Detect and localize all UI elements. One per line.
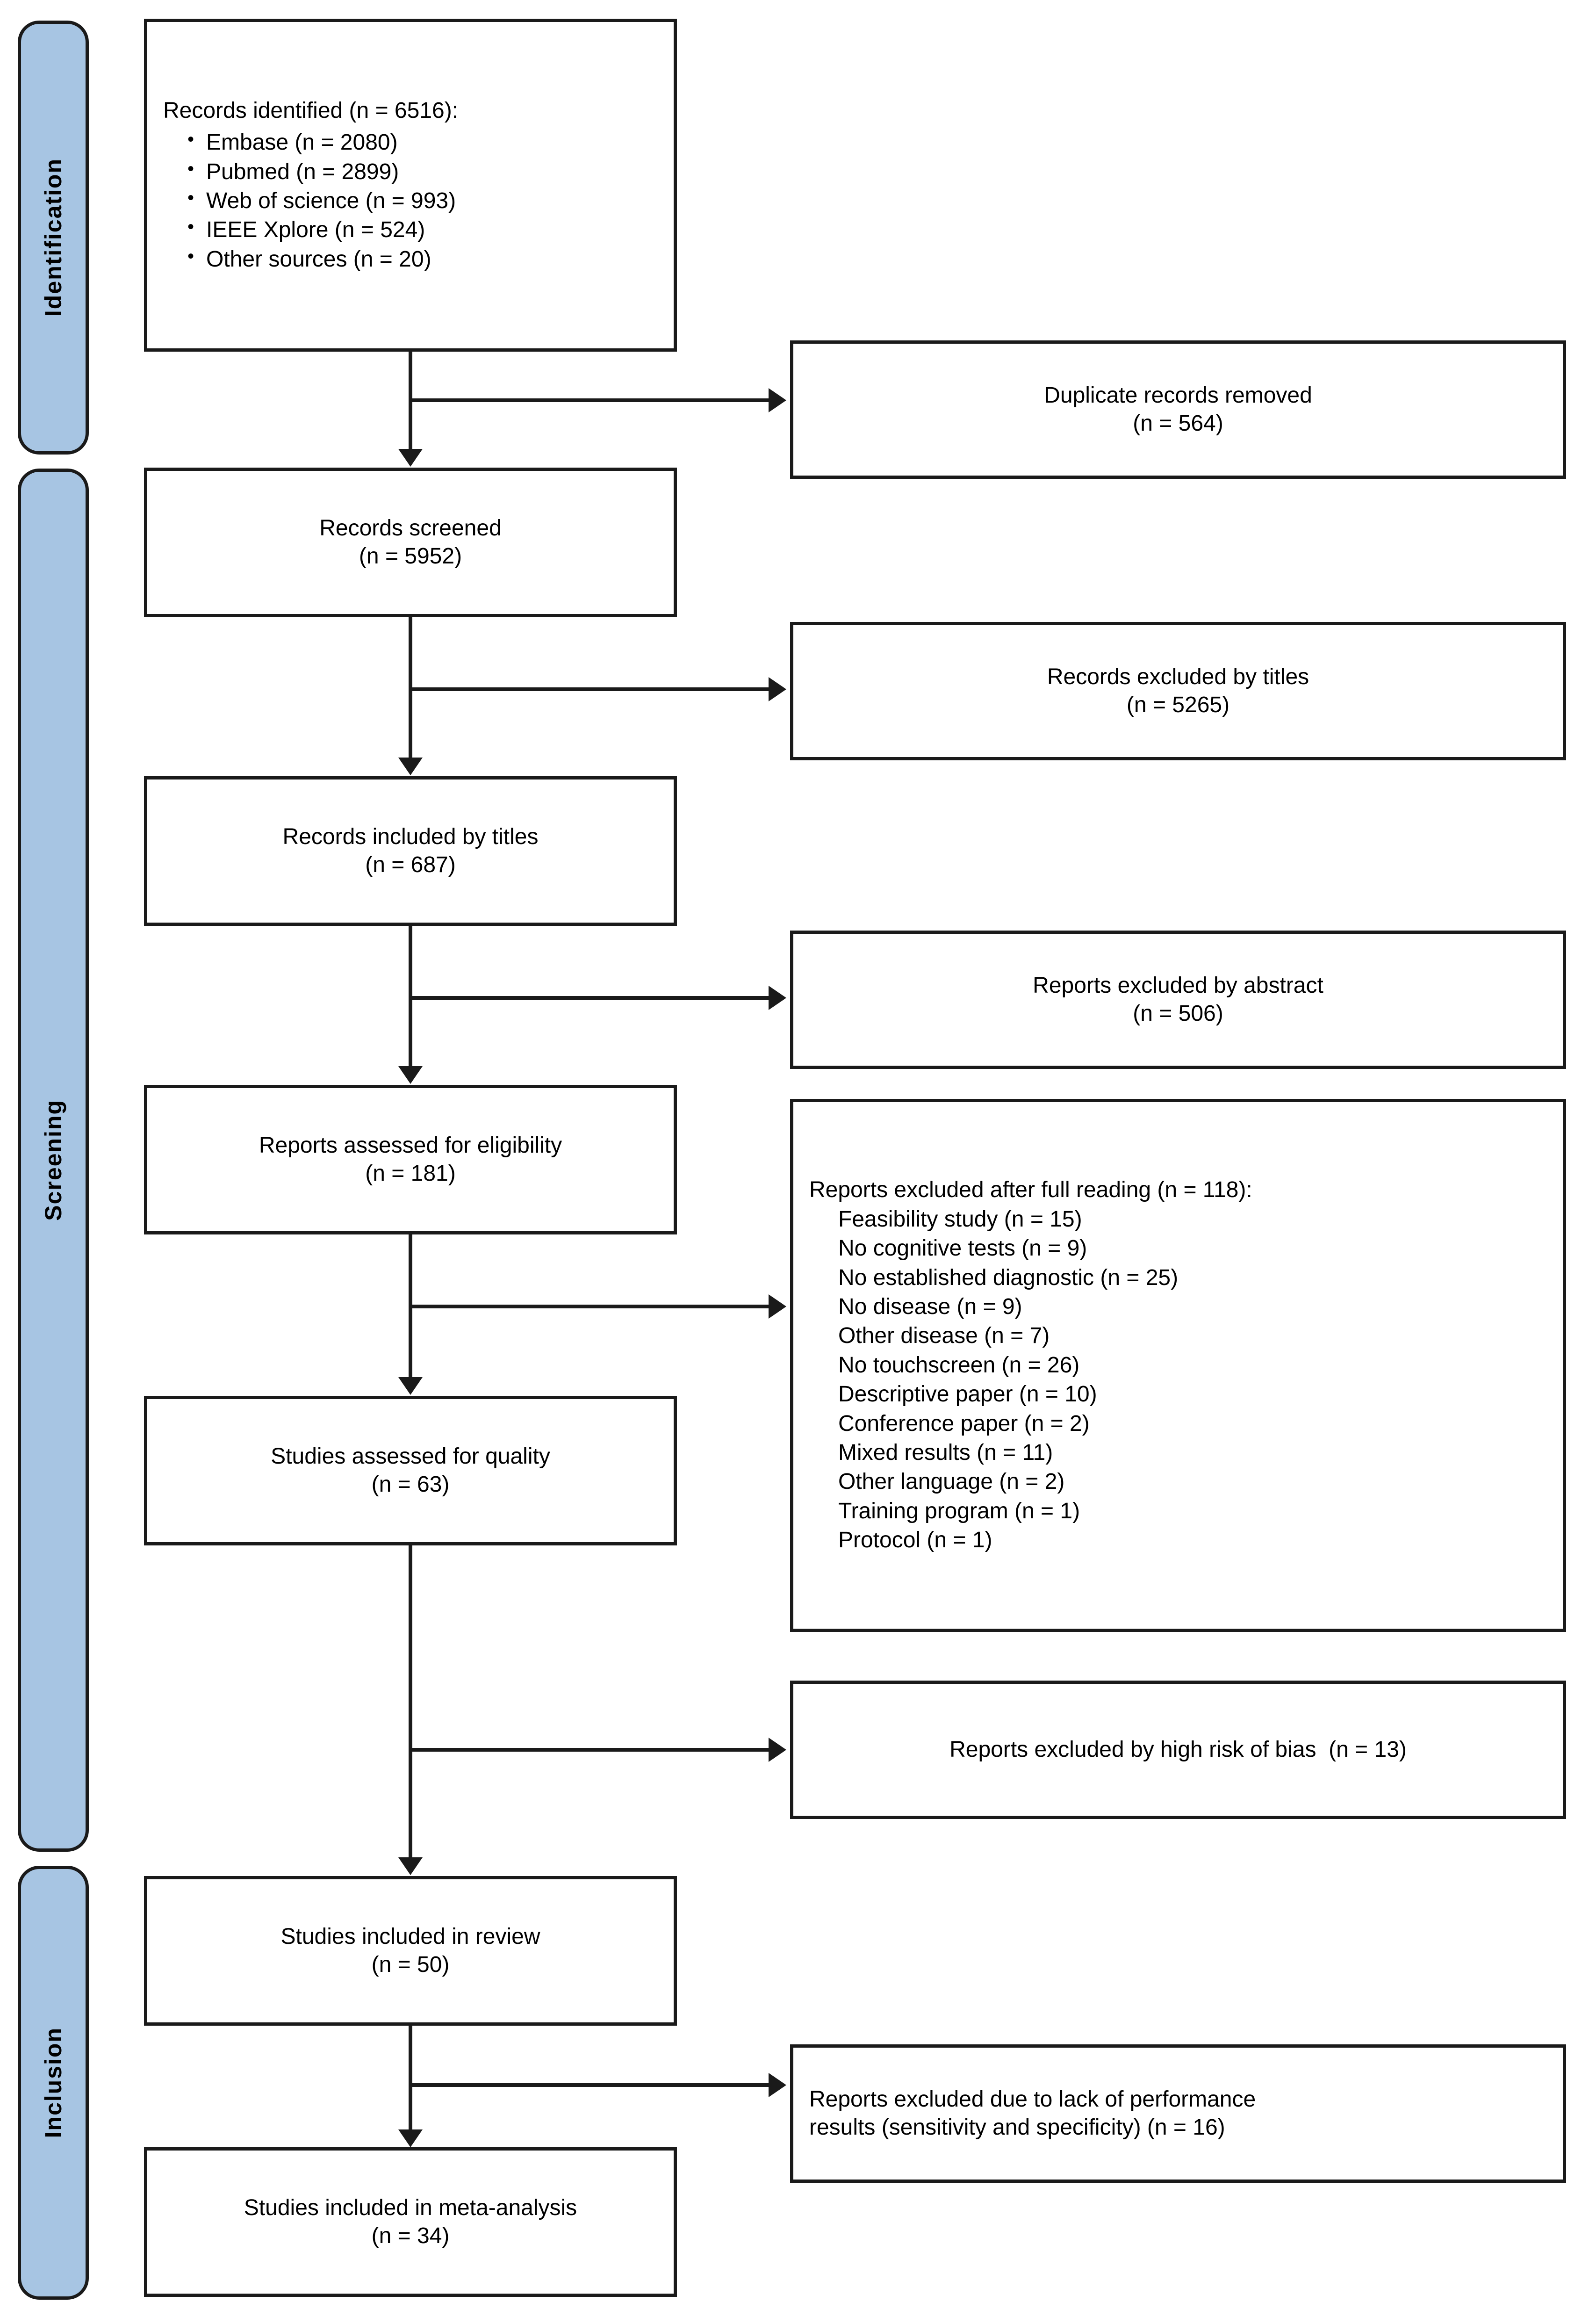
- records-excluded-titles-title: Records excluded by titles: [1047, 664, 1309, 690]
- list-item: Descriptive paper (n = 10): [838, 1382, 1097, 1407]
- stage-bar-identification: Identification: [18, 21, 89, 455]
- reports-excluded-abstract-title: Reports excluded by abstract: [1033, 973, 1323, 998]
- reports-excluded-abstract-count: (n = 506): [1133, 1001, 1223, 1026]
- arrowhead-down-included-review: [398, 1857, 423, 1875]
- connector-quality-to-included-review: [409, 1545, 412, 1857]
- studies-assessed-quality-title: Studies assessed for quality: [271, 1444, 550, 1469]
- studies-included-review-title: Studies included in review: [280, 1924, 540, 1949]
- box-records-identified-content: Records identified (n = 6516): Embase (n…: [147, 96, 674, 274]
- box-records-screened: Records screened (n = 5952): [144, 468, 677, 617]
- list-item: No touchscreen (n = 26): [838, 1352, 1080, 1378]
- arrowhead-right-excluded-risk-bias: [769, 1738, 786, 1762]
- arrowhead-right-excluded-titles: [769, 677, 786, 701]
- studies-included-review-count: (n = 50): [371, 1952, 450, 1977]
- reports-assessed-eligibility-count: (n = 181): [365, 1161, 456, 1186]
- arrowhead-down-included-titles: [398, 758, 423, 775]
- list-item: Other disease (n = 7): [838, 1323, 1050, 1349]
- connector-to-excluded-titles: [409, 687, 769, 691]
- connector-to-excluded-lack-performance: [409, 2083, 769, 2087]
- box-reports-excluded-full-reading-content: Reports excluded after full reading (n =…: [793, 1176, 1563, 1555]
- box-reports-excluded-lack-performance-content: Reports excluded due to lack of performa…: [793, 2086, 1563, 2141]
- arrowhead-right-excluded-lack-performance: [769, 2073, 786, 2097]
- box-records-identified: Records identified (n = 6516): Embase (n…: [144, 19, 677, 352]
- list-item: Web of science (n = 993): [187, 186, 658, 216]
- connector-to-duplicate-removed: [409, 398, 769, 402]
- connector-included-review-to-meta-analysis: [409, 2026, 412, 2129]
- box-reports-excluded-full-reading: Reports excluded after full reading (n =…: [790, 1099, 1566, 1632]
- arrowhead-down-meta-analysis: [398, 2129, 423, 2147]
- box-studies-included-review: Studies included in review (n = 50): [144, 1876, 677, 2026]
- stage-bar-inclusion: Inclusion: [18, 1866, 89, 2300]
- records-identified-source-list: Embase (n = 2080) Pubmed (n = 2899) Web …: [163, 127, 658, 274]
- studies-included-meta-analysis-title: Studies included in meta-analysis: [244, 2195, 577, 2221]
- list-item: Embase (n = 2080): [187, 127, 658, 157]
- list-item: No cognitive tests (n = 9): [838, 1236, 1087, 1261]
- reports-excluded-full-reading-list: Feasibility study (n = 15) No cognitive …: [809, 1205, 1547, 1555]
- connector-to-excluded-abstract: [409, 996, 769, 1000]
- box-studies-assessed-quality: Studies assessed for quality (n = 63): [144, 1396, 677, 1545]
- box-reports-excluded-risk-bias: Reports excluded by high risk of bias (n…: [790, 1681, 1566, 1819]
- stage-label-screening: Screening: [40, 1099, 66, 1221]
- studies-assessed-quality-count: (n = 63): [371, 1472, 450, 1497]
- list-item: Other language (n = 2): [838, 1469, 1065, 1494]
- box-records-included-by-titles: Records included by titles (n = 687): [144, 776, 677, 926]
- connector-to-excluded-full-reading: [409, 1305, 769, 1308]
- connector-to-excluded-risk-bias: [409, 1748, 769, 1752]
- stage-bar-screening: Screening: [18, 469, 89, 1852]
- box-records-excluded-titles: Records excluded by titles (n = 5265): [790, 622, 1566, 760]
- list-item: Conference paper (n = 2): [838, 1411, 1090, 1436]
- records-excluded-titles-count: (n = 5265): [1126, 693, 1230, 717]
- list-item: Other sources (n = 20): [187, 244, 658, 274]
- arrowhead-down-screened: [398, 449, 423, 467]
- arrowhead-down-eligibility: [398, 1066, 423, 1084]
- reports-excluded-full-reading-heading: Reports excluded after full reading (n =…: [809, 1177, 1252, 1203]
- list-item: Feasibility study (n = 15): [838, 1206, 1082, 1232]
- list-item: Pubmed (n = 2899): [187, 157, 658, 187]
- box-duplicate-records-removed: Duplicate records removed (n = 564): [790, 340, 1566, 479]
- list-item: Protocol (n = 1): [838, 1528, 992, 1553]
- arrowhead-right-excluded-full-reading: [769, 1294, 786, 1319]
- studies-included-meta-analysis-count: (n = 34): [371, 2223, 450, 2248]
- box-reports-excluded-abstract: Reports excluded by abstract (n = 506): [790, 931, 1566, 1069]
- list-item: Training program (n = 1): [838, 1498, 1080, 1523]
- records-screened-count: (n = 5952): [359, 544, 462, 569]
- reports-assessed-eligibility-title: Reports assessed for eligibility: [259, 1133, 562, 1158]
- list-item: No established diagnostic (n = 25): [838, 1265, 1179, 1290]
- records-included-by-titles-title: Records included by titles: [282, 824, 539, 850]
- box-reports-assessed-eligibility: Reports assessed for eligibility (n = 18…: [144, 1085, 677, 1234]
- reports-excluded-lack-performance-line2: results (sensitivity and specificity) (n…: [809, 2115, 1225, 2140]
- arrowhead-right-duplicate-removed: [769, 388, 786, 412]
- records-identified-heading: Records identified (n = 6516):: [163, 98, 459, 123]
- list-item: Mixed results (n = 11): [838, 1440, 1053, 1465]
- duplicate-records-removed-title: Duplicate records removed: [1044, 383, 1312, 408]
- box-studies-included-meta-analysis: Studies included in meta-analysis (n = 3…: [144, 2147, 677, 2297]
- box-reports-excluded-lack-performance: Reports excluded due to lack of performa…: [790, 2044, 1566, 2183]
- list-item: IEEE Xplore (n = 524): [187, 215, 658, 245]
- arrowhead-down-quality: [398, 1377, 423, 1395]
- records-screened-title: Records screened: [319, 516, 502, 541]
- arrowhead-right-excluded-abstract: [769, 986, 786, 1010]
- reports-excluded-lack-performance-line1: Reports excluded due to lack of performa…: [809, 2087, 1256, 2112]
- duplicate-records-removed-count: (n = 564): [1133, 411, 1223, 436]
- stage-label-inclusion: Inclusion: [40, 2027, 66, 2138]
- stage-label-identification: Identification: [40, 158, 66, 317]
- reports-excluded-risk-bias-title: Reports excluded by high risk of bias (n…: [949, 1737, 1407, 1762]
- list-item: No disease (n = 9): [838, 1294, 1022, 1320]
- records-included-by-titles-count: (n = 687): [365, 852, 456, 877]
